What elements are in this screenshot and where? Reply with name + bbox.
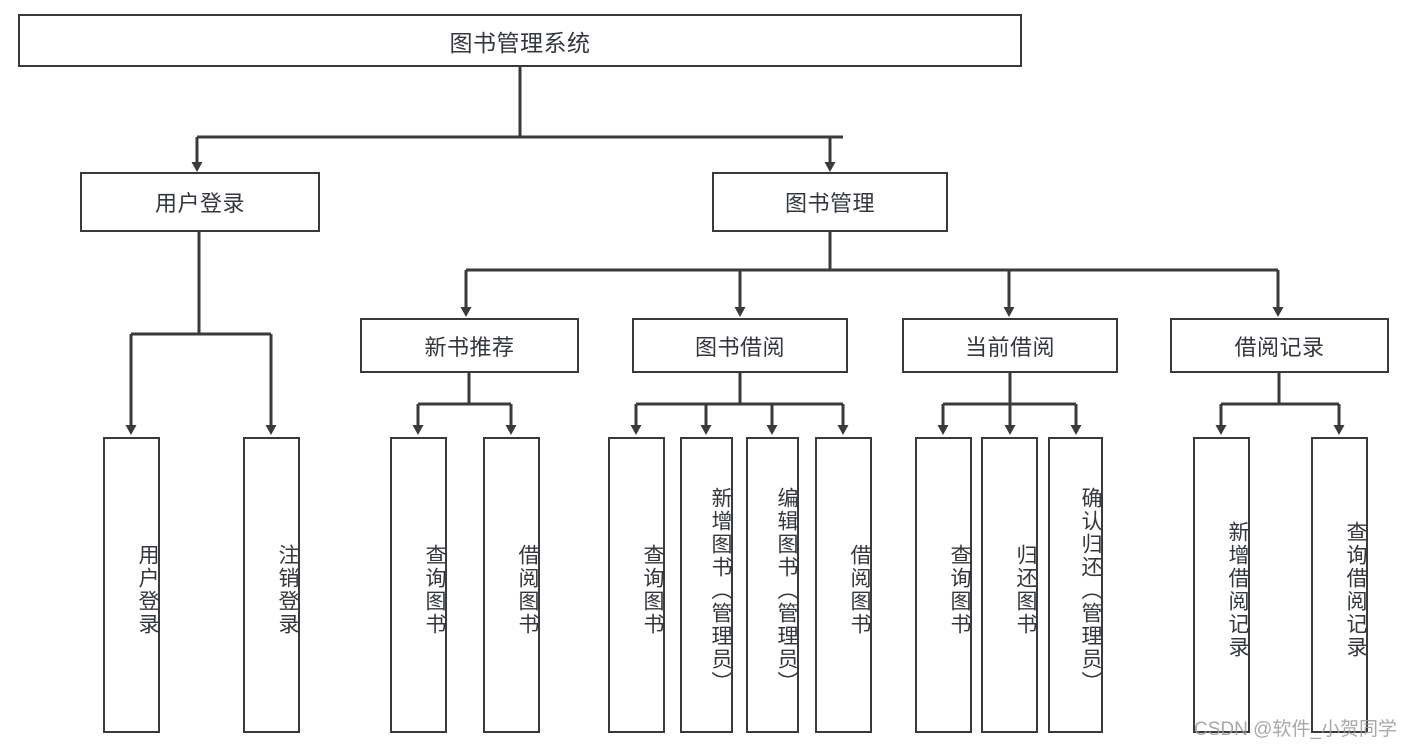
node-new-book-recommend[interactable]: 新书推荐 xyxy=(360,318,579,373)
node-book-management[interactable]: 图书管理 xyxy=(712,172,948,232)
leaf-return-book[interactable]: 归还图书 xyxy=(981,437,1038,733)
node-book-borrow[interactable]: 图书借阅 xyxy=(632,318,848,373)
leaf-query-book-current[interactable]: 查询图书 xyxy=(915,437,972,733)
node-label: 查询图书 xyxy=(641,544,664,636)
node-label: 新增图书（管理员） xyxy=(709,486,732,694)
leaf-confirm-return-admin[interactable]: 确认归还（管理员） xyxy=(1048,437,1103,733)
node-root-system[interactable]: 图书管理系统 xyxy=(18,14,1022,67)
leaf-borrow-book[interactable]: 借阅图书 xyxy=(815,437,872,733)
node-label: 用户登录 xyxy=(154,191,245,216)
node-label: 用户登录 xyxy=(136,544,159,636)
node-label: 借阅图书 xyxy=(848,544,871,636)
node-label: 查询借阅记录 xyxy=(1344,521,1367,659)
leaf-user-logout[interactable]: 注销登录 xyxy=(243,437,300,733)
node-label: 编辑图书（管理员） xyxy=(775,486,798,694)
node-label: 查询图书 xyxy=(948,544,971,636)
node-label: 图书借阅 xyxy=(694,334,785,360)
node-label: 确认归还（管理员） xyxy=(1079,486,1102,694)
node-label: 注销登录 xyxy=(276,544,299,636)
node-label: 新书推荐 xyxy=(424,334,515,360)
leaf-borrow-book-recommend[interactable]: 借阅图书 xyxy=(483,437,540,733)
node-label: 归还图书 xyxy=(1014,544,1037,636)
node-label: 图书管理 xyxy=(784,191,875,216)
leaf-query-book-borrow[interactable]: 查询图书 xyxy=(608,437,665,733)
node-user-login[interactable]: 用户登录 xyxy=(80,172,320,232)
node-label: 查询图书 xyxy=(423,544,446,636)
leaf-user-login[interactable]: 用户登录 xyxy=(103,437,160,733)
leaf-edit-book-admin[interactable]: 编辑图书（管理员） xyxy=(746,437,799,733)
node-label: 当前借阅 xyxy=(964,334,1055,360)
node-label: 新增借阅记录 xyxy=(1226,521,1249,659)
leaf-query-borrow-record[interactable]: 查询借阅记录 xyxy=(1311,437,1368,733)
node-label: 图书管理系统 xyxy=(449,29,591,56)
node-label: 借阅图书 xyxy=(516,544,539,636)
leaf-add-borrow-record[interactable]: 新增借阅记录 xyxy=(1193,437,1250,733)
node-current-borrow[interactable]: 当前借阅 xyxy=(902,318,1118,373)
leaf-add-book-admin[interactable]: 新增图书（管理员） xyxy=(680,437,733,733)
node-borrow-record[interactable]: 借阅记录 xyxy=(1170,318,1389,373)
node-label: 借阅记录 xyxy=(1234,334,1325,360)
csdn-watermark: CSDN @软件_小贺同学 xyxy=(1194,719,1397,740)
leaf-query-book-recommend[interactable]: 查询图书 xyxy=(390,437,447,733)
